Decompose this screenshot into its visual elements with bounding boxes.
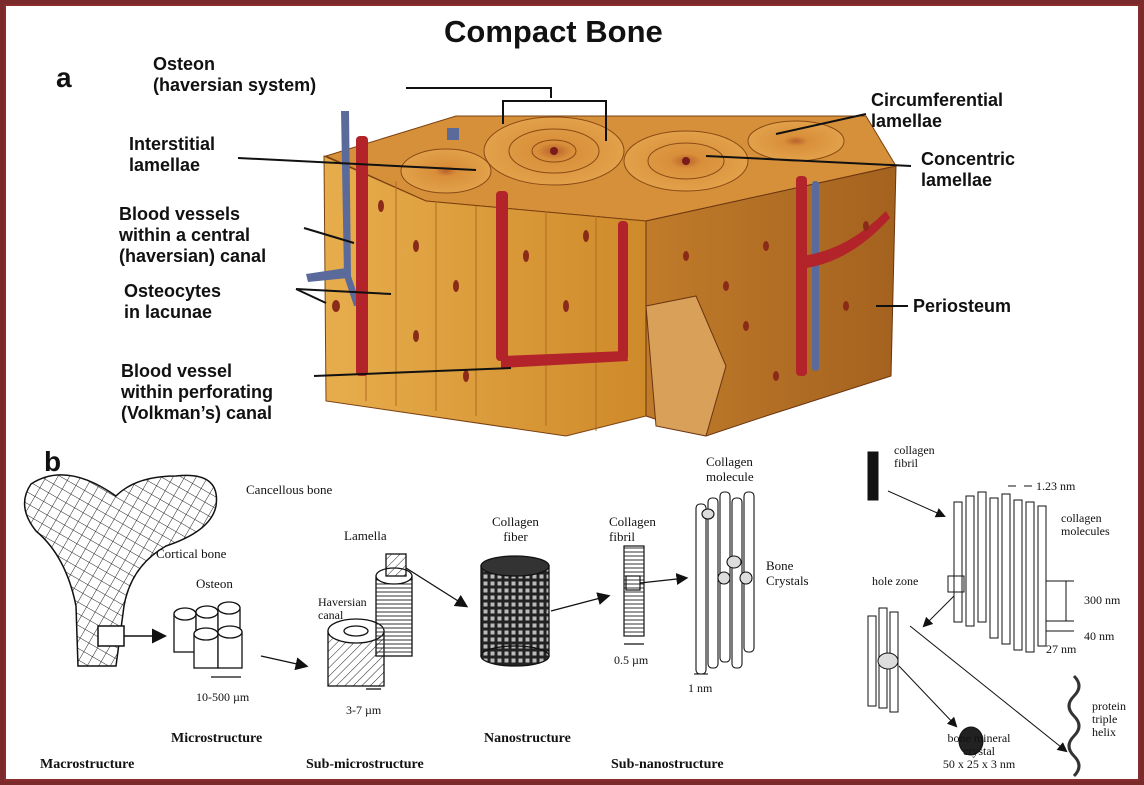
label-fibril-size: 0.5 µm [614, 654, 648, 667]
tier-microstructure: Microstructure [171, 731, 262, 747]
collagen-fibril [624, 546, 686, 644]
label-cortical-bone: Cortical bone [156, 546, 226, 561]
nanoscale-assembly [868, 452, 1079, 776]
label-300nm: 300 nm [1084, 594, 1120, 607]
label-osteon-b: Osteon [196, 576, 233, 591]
tier-sub-nanostructure: Sub-nanostructure [611, 757, 724, 773]
tier-macrostructure: Macrostructure [40, 757, 134, 773]
collagen-molecule [694, 492, 754, 674]
panel-b-letter: b [44, 446, 61, 478]
label-40nm: 40 nm [1084, 630, 1114, 643]
label-27nm: 27 nm [1046, 643, 1076, 656]
bone-hierarchy-diagram [6, 6, 1140, 781]
collagen-fiber [481, 556, 608, 666]
label-spacing: 1.23 nm [1036, 480, 1075, 493]
tier-sub-microstructure: Sub-microstructure [306, 757, 424, 773]
label-osteon-size: 10-500 µm [196, 691, 249, 704]
label-lamella: Lamella [344, 528, 387, 543]
label-cancellous-bone: Cancellous bone [246, 482, 332, 497]
osteon-cylinders [174, 602, 306, 677]
label-hole-zone: hole zone [872, 575, 918, 588]
tier-nanostructure: Nanostructure [484, 731, 571, 747]
label-molecule-size: 1 nm [688, 682, 712, 695]
label-lamella-size: 3-7 µm [346, 704, 381, 717]
figure-frame: Compact Bone a Osteon(haversian system) … [4, 4, 1140, 781]
